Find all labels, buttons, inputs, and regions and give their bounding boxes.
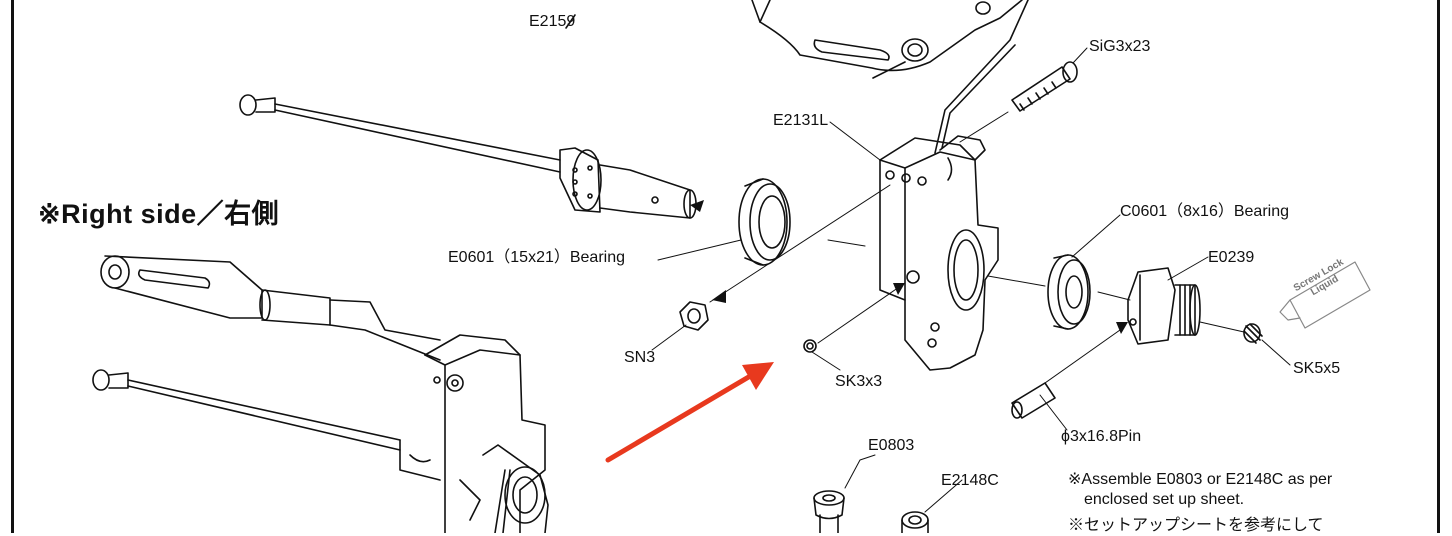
label-sig3x23: SiG3x23 — [1089, 38, 1151, 55]
label-e0803: E0803 — [868, 437, 915, 454]
frame-left-border — [11, 0, 14, 533]
e0803-post — [813, 490, 845, 533]
label-e0239: E0239 — [1208, 249, 1255, 266]
assembly-arrowheads — [690, 200, 1128, 334]
label-e2159: E2159 — [529, 13, 576, 30]
note-line-2: enclosed set up sheet. — [1084, 491, 1245, 508]
right-side-assembly — [92, 255, 549, 533]
note-line-1: ※Assemble E0803 or E2148C as per — [1068, 471, 1333, 488]
e0239-axle — [1127, 267, 1201, 345]
sig3x23-screw — [959, 61, 1078, 143]
pin-part — [1011, 382, 1056, 419]
label-e2148c: E2148C — [941, 472, 999, 489]
assembly-note: ※Assemble E0803 or E2148C as per enclose… — [1068, 470, 1332, 536]
red-arrow — [605, 362, 774, 463]
sk5x5-screw — [1243, 323, 1263, 344]
knuckle-e2131l — [879, 0, 1029, 371]
screw-lock-tube — [1279, 261, 1371, 329]
sk3x3-screw — [803, 339, 817, 353]
e0601-bearing — [738, 178, 791, 266]
frame-right-border — [1437, 0, 1440, 533]
label-sk5x5: SK5x5 — [1293, 360, 1341, 377]
leader-lines — [651, 47, 1291, 513]
label-sn3: SN3 — [624, 349, 656, 366]
c0601-bearing — [1047, 254, 1091, 330]
label-e0601: E0601（15x21）Bearing — [448, 249, 626, 266]
note-line-3: ※セットアップシートを参考にして — [1068, 517, 1324, 534]
label-sk3x3: SK3x3 — [835, 373, 883, 390]
e2148c-post — [901, 511, 929, 533]
label-c0601: C0601（8x16）Bearing — [1120, 203, 1289, 220]
section-title: ※Right side／右側 — [38, 199, 280, 229]
label-e2131l: E2131L — [773, 112, 829, 129]
label-pin: ϕ3x16.8Pin — [1061, 428, 1142, 445]
upper-drive-shaft — [239, 94, 697, 219]
upper-arm-part — [565, 0, 1023, 79]
